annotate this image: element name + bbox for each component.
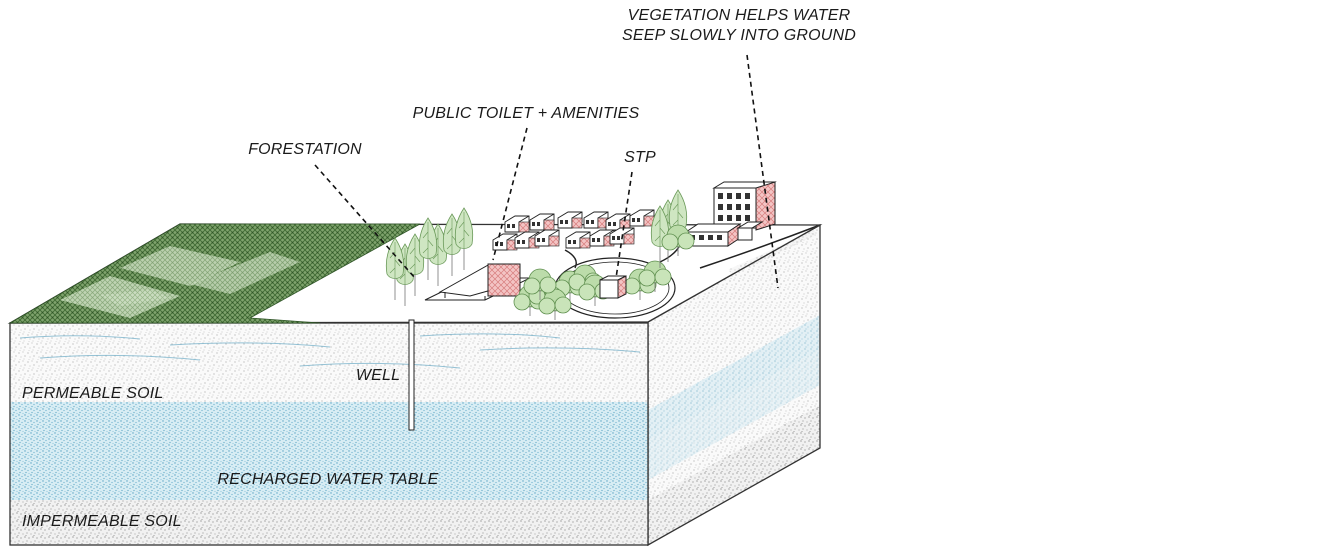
block-front-face <box>9 322 649 546</box>
leader-lines <box>314 54 779 289</box>
label-forestation: FORESTATION <box>248 141 362 158</box>
label-permeable-soil: PERMEABLE SOIL <box>22 385 164 402</box>
forest-terrain <box>8 223 421 324</box>
row-buildings <box>684 221 764 247</box>
label-vegetation-line1: VEGETATION HELPS WATER <box>628 7 851 24</box>
tall-building <box>712 181 777 231</box>
label-stp: STP <box>624 149 656 166</box>
well-pipe <box>408 319 415 431</box>
public-toilet-building <box>424 263 531 301</box>
block-right-face <box>647 223 821 547</box>
label-impermeable-soil: IMPERMEABLE SOIL <box>22 513 182 530</box>
labels: VEGETATION HELPS WATER SEEP SLOWLY INTO … <box>22 7 856 530</box>
label-recharged-water-table: RECHARGED WATER TABLE <box>217 471 438 488</box>
label-public-toilet: PUBLIC TOILET + AMENITIES <box>413 105 640 122</box>
label-vegetation-line2: SEEP SLOWLY INTO GROUND <box>622 27 856 44</box>
label-well: WELL <box>356 367 400 384</box>
